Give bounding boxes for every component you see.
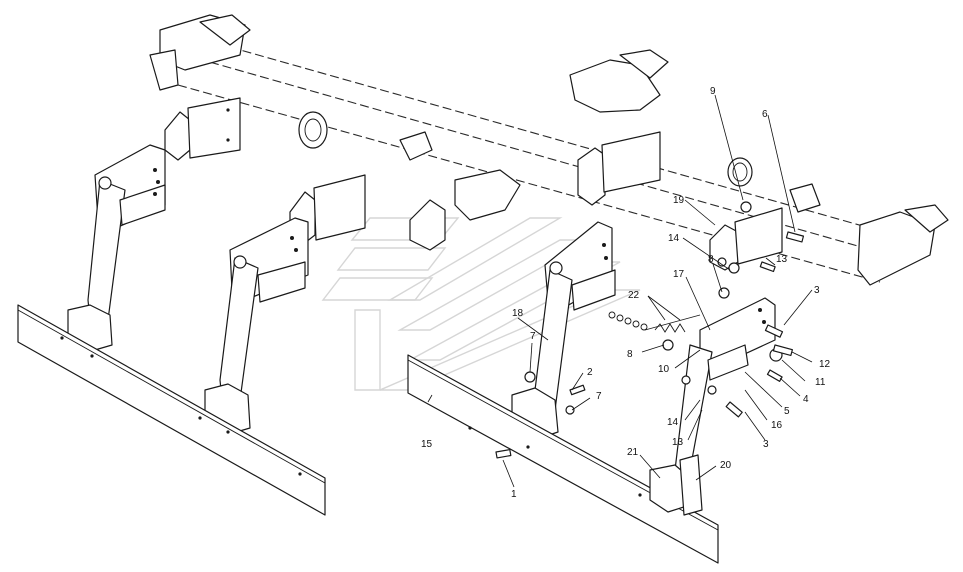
left-tool-bar [17,304,326,516]
callout-4: 4 [803,394,809,405]
left-mount-bracket-a [164,97,241,161]
callout-labels: 1 2 3 3 4 5 6 7 7 8 8 9 10 11 12 13 13 1… [421,86,831,500]
callout-13-upper: 13 [776,254,788,265]
callout-16: 16 [771,420,783,431]
right-mount-bracket [577,131,661,206]
callout-5: 5 [784,406,790,417]
callout-2: 2 [587,367,593,378]
fasteners [495,201,805,459]
left-shank-assembly-1 [67,144,166,353]
center-mount-bracket [409,199,446,251]
right-tool-bar [407,354,719,564]
callout-3-upper: 3 [814,285,820,296]
callout-12: 12 [819,359,831,370]
callout-21: 21 [627,447,639,458]
right-shank-assembly [511,221,616,441]
callout-6: 6 [762,109,768,120]
callout-8-lower: 8 [627,349,633,360]
callout-14-upper: 14 [668,233,680,244]
left-shank-assembly-2 [204,217,309,436]
main-frame-beam [149,14,949,286]
callout-9: 9 [710,86,716,97]
callout-3-lower: 3 [763,439,769,450]
frame-clamp-bracket [709,207,783,271]
callout-13-lower: 13 [672,437,684,448]
callout-17: 17 [673,269,685,280]
callout-15: 15 [421,439,433,450]
callout-10: 10 [658,364,670,375]
callout-19: 19 [673,195,685,206]
spring-shank-assembly [608,297,776,516]
callout-7-left: 7 [530,331,536,342]
callout-leaders [427,94,813,488]
callout-20: 20 [720,460,732,471]
callout-11: 11 [815,377,826,388]
callout-8-upper: 8 [708,254,714,265]
callout-14-lower: 14 [667,417,679,428]
callout-22: 22 [628,290,640,301]
callout-18: 18 [512,308,524,319]
callout-7-right: 7 [596,391,602,402]
callout-1: 1 [511,489,517,500]
